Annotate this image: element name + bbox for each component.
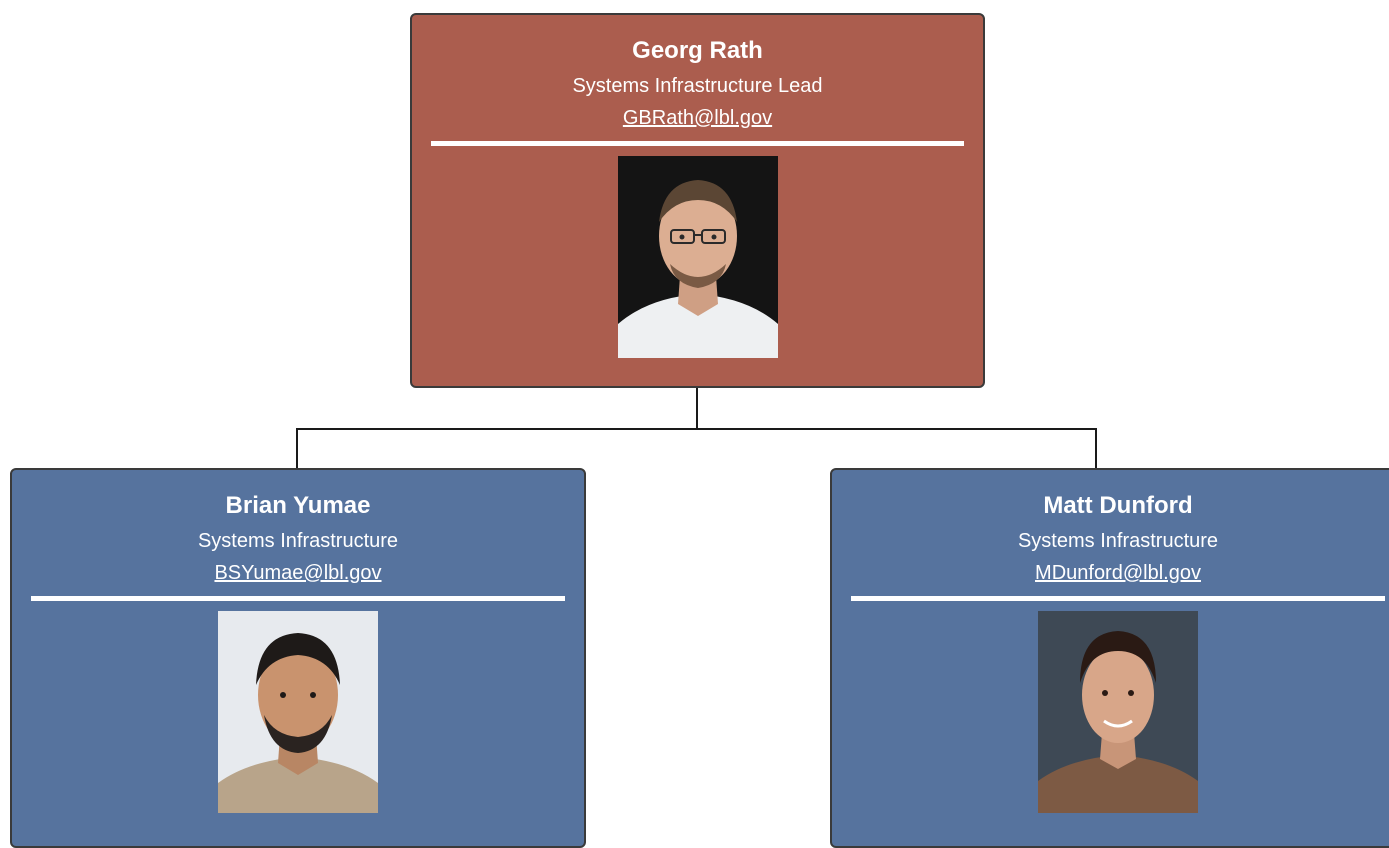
lead-name: Georg Rath [632,37,763,64]
member-photo [218,611,378,813]
connector-right-down [1095,428,1097,468]
lead-divider [431,141,964,146]
connector-horizontal [296,428,1097,430]
member-photo [1038,611,1198,813]
lead-card: Georg Rath Systems Infrastructure Lead G… [410,13,985,388]
connector-left-down [296,428,298,468]
lead-photo [617,156,778,358]
member-role: Systems Infrastructure [1017,530,1219,552]
member-card-matt-dunford: Matt Dunford Systems Infrastructure MDun… [830,468,1389,848]
member-email-link[interactable]: MDunford@lbl.gov [1035,562,1201,584]
member-divider [851,596,1385,601]
lead-role: Systems Infrastructure Lead [572,75,823,97]
member-divider [31,596,565,601]
lead-email-link[interactable]: GBRath@lbl.gov [622,107,773,129]
member-card-brian-yumae: Brian Yumae Systems Infrastructure BSYum… [10,468,586,848]
connector-lead-down [696,388,698,429]
member-email-link[interactable]: BSYumae@lbl.gov [214,562,382,584]
member-role: Systems Infrastructure [197,530,399,552]
member-name: Brian Yumae [225,492,371,519]
member-name: Matt Dunford [1043,492,1193,519]
